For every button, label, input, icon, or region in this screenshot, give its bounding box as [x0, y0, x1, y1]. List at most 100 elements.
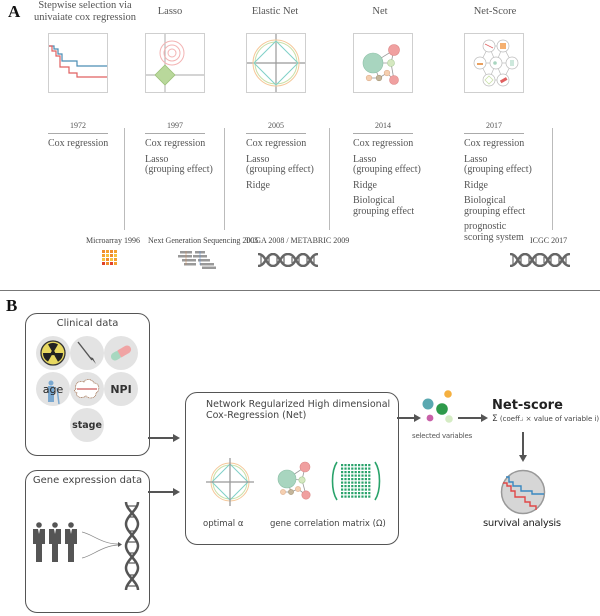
feature-list-2017: Cox regression Lasso (grouping effect) R…	[464, 138, 532, 243]
matrix-cell	[368, 492, 371, 495]
matrix-cell	[341, 464, 344, 467]
matrix-cell	[361, 481, 364, 484]
selected-variables-label: selected variables	[412, 432, 473, 440]
network-graph-icon	[273, 459, 321, 508]
matrix-cell	[351, 467, 354, 470]
year-1997: 1997	[167, 121, 183, 130]
survival-curve-icon	[500, 469, 546, 520]
matrix-cell	[344, 478, 347, 481]
matrix-cell	[351, 492, 354, 495]
feature-item: Biological grouping effect	[353, 195, 415, 217]
feature-item: Ridge	[353, 179, 377, 191]
matrix-cell	[344, 467, 347, 470]
matrix-cell	[364, 488, 367, 491]
matrix-cell	[354, 481, 357, 484]
feature-item: Cox regression	[48, 138, 109, 149]
matrix-cell	[368, 467, 371, 470]
matrix-cell	[347, 488, 350, 491]
arrow-gene-to-net	[148, 483, 180, 501]
matrix-cell	[354, 492, 357, 495]
arrow-clinical-to-net	[148, 429, 180, 447]
matrix-cell	[364, 474, 367, 477]
matrix-cell	[364, 481, 367, 484]
matrix-cell	[347, 474, 350, 477]
formula-text: (coeff.ᵢ × value of variable i)	[499, 415, 600, 423]
data-source-icgc: ICGC 2017	[530, 236, 568, 245]
matrix-cell	[344, 464, 347, 467]
age-icon: age	[36, 372, 70, 406]
matrix-cell	[358, 488, 361, 491]
panel-divider	[0, 290, 600, 291]
patients-icon	[32, 522, 80, 567]
stage-icon: stage	[70, 408, 104, 442]
matrix-cell	[347, 478, 350, 481]
matrix-cell	[344, 488, 347, 491]
matrix-cell	[364, 464, 367, 467]
matrix-cell	[354, 485, 357, 488]
matrix-cell	[364, 478, 367, 481]
matrix-cell	[351, 495, 354, 498]
correlation-matrix-icon	[330, 459, 382, 508]
matrix-cell	[364, 495, 367, 498]
matrix-cell	[354, 471, 357, 474]
panel-b-label: B	[6, 296, 18, 315]
feature-item: Cox regression	[246, 138, 307, 149]
matrix-cell	[358, 478, 361, 481]
matrix-cell	[361, 471, 364, 474]
matrix-cell	[347, 464, 350, 467]
timeline-connector	[329, 128, 330, 230]
feature-item: Ridge	[464, 179, 488, 191]
matrix-cell	[347, 481, 350, 484]
matrix-cell	[344, 481, 347, 484]
matrix-cell	[368, 464, 371, 467]
feature-item: Ridge	[246, 179, 270, 191]
year-rule	[246, 133, 306, 134]
net-score-formula: Σ (coeff.ᵢ × value of variable i)	[492, 414, 599, 424]
matrix-cell	[354, 478, 357, 481]
matrix-cell	[358, 464, 361, 467]
method-title-net-score: Net-Score	[473, 6, 517, 17]
matrix-cell	[364, 471, 367, 474]
feature-list-1997: Cox regression Lasso (grouping effect)	[145, 138, 213, 176]
sequencing-reads-icon	[178, 251, 216, 274]
matrix-cell	[344, 492, 347, 495]
matrix-cell	[351, 481, 354, 484]
arrow-selected-to-netscore	[458, 409, 488, 427]
year-2005: 2005	[268, 121, 284, 130]
matrix-cell	[351, 471, 354, 474]
title-line: Cox-Regression (Net)	[206, 410, 307, 422]
matrix-cell	[354, 467, 357, 470]
method-title-elastic-net: Elastic Net	[251, 6, 299, 17]
matrix-cell	[341, 471, 344, 474]
matrix-cell	[344, 471, 347, 474]
survival-analysis-label: survival analysis	[483, 518, 561, 529]
matrix-cell	[354, 495, 357, 498]
radiation-icon	[36, 336, 70, 370]
selected-variables-icon	[421, 389, 457, 430]
matrix-cell	[358, 485, 361, 488]
matrix-cell	[351, 464, 354, 467]
matrix-cell	[361, 495, 364, 498]
clinical-data-title: Clinical data	[56, 318, 119, 329]
npi-icon: NPI	[104, 372, 138, 406]
pill-icon	[104, 336, 138, 370]
matrix-cell	[351, 478, 354, 481]
matrix-cell	[358, 474, 361, 477]
feature-list-1972: Cox regression	[48, 138, 109, 150]
matrix-cell	[364, 492, 367, 495]
feature-item: Lasso (grouping effect)	[353, 153, 421, 175]
sampling-arrows	[81, 530, 122, 565]
matrix-cell	[368, 488, 371, 491]
panel-a-label: A	[8, 2, 21, 21]
title-line: univaiate cox regression	[33, 12, 137, 24]
year-rule	[145, 133, 205, 134]
net-model-title: Network Regularized High dimensional Cox…	[206, 399, 398, 422]
optimal-alpha-label: optimal α	[203, 519, 244, 529]
data-source-microarray: Microarray 1996	[86, 236, 140, 245]
feature-item: Cox regression	[464, 138, 525, 149]
year-2014: 2014	[375, 121, 391, 130]
feature-list-2005: Cox regression Lasso (grouping effect) R…	[246, 138, 314, 191]
matrix-cell	[341, 492, 344, 495]
matrix-cell	[341, 485, 344, 488]
dna-helix-icon	[124, 501, 140, 595]
